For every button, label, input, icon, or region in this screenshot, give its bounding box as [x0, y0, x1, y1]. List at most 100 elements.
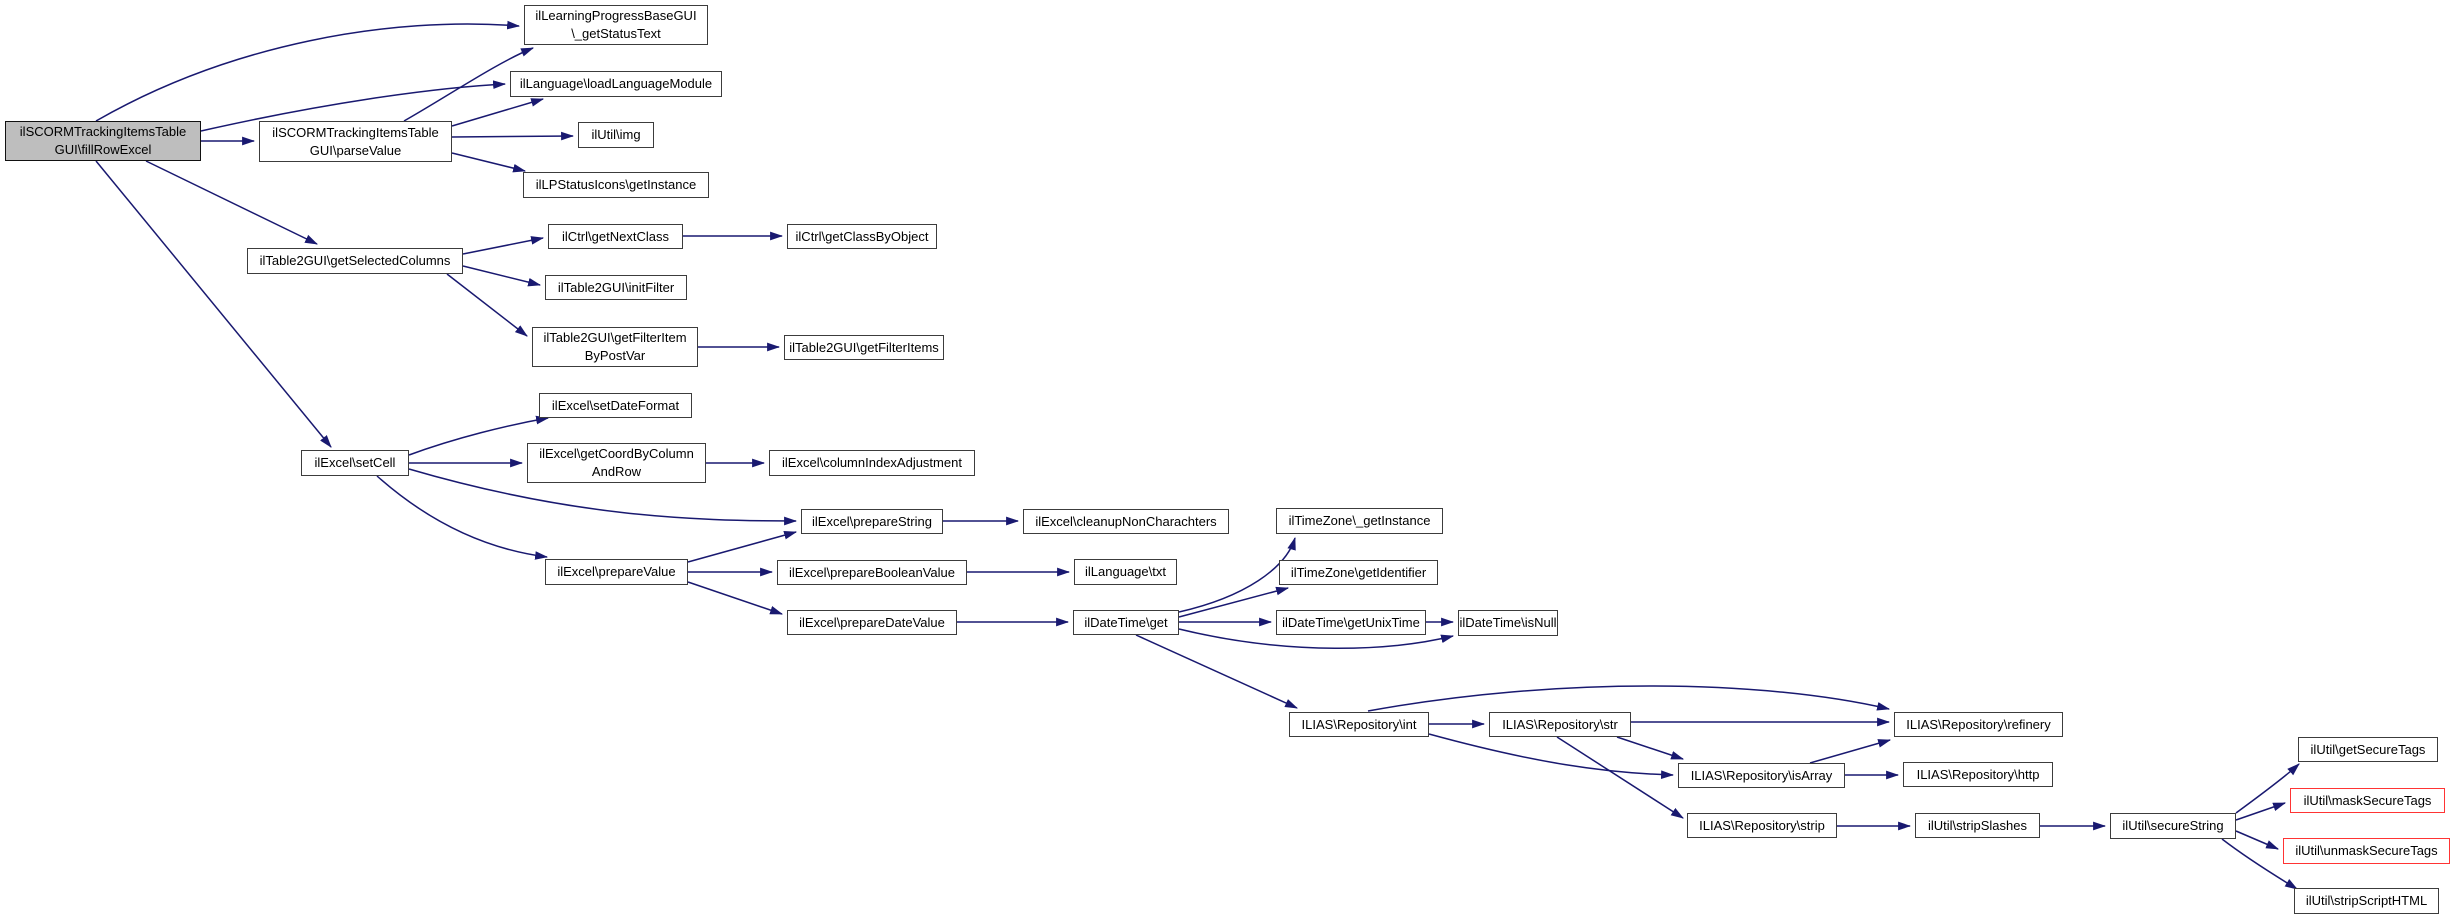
node-txt[interactable]: ilLanguage\txt — [1074, 559, 1177, 585]
node-img[interactable]: ilUtil\img — [578, 122, 654, 148]
node-label-line: AndRow — [591, 464, 642, 479]
node-label-line: ilUtil\maskSecureTags — [2303, 792, 2432, 808]
node-repoStrip[interactable]: ILIAS\Repository\strip — [1687, 813, 1837, 838]
node-prepareString[interactable]: ilExcel\prepareString — [801, 509, 943, 534]
node-label-line: ilDateTime\getUnixTime — [1282, 614, 1420, 630]
node-isNull[interactable]: ilDateTime\isNull — [1458, 610, 1558, 636]
edge-parseValue-to-img — [451, 131, 575, 141]
node-label-line: ilDateTime\isNull — [1459, 615, 1557, 630]
node-prepareBooleanValue[interactable]: ilExcel\prepareBooleanValue — [777, 560, 967, 585]
node-prepareValue[interactable]: ilExcel\prepareValue — [545, 559, 688, 585]
node-stripSlashes[interactable]: ilUtil\stripSlashes — [1915, 813, 2040, 838]
edge-secureString-to-unmaskSecureTags — [2235, 830, 2279, 850]
node-label-line: ByPostVar — [584, 348, 646, 363]
node-getStatusText[interactable]: ilLearningProgressBaseGUI \_getStatusText — [524, 5, 708, 45]
node-label-line: ilTable2GUI\getFilterItems — [789, 339, 939, 355]
edge-secureString-to-maskSecureTags — [2235, 802, 2287, 821]
edge-prepareValue-to-prepareString — [687, 531, 798, 563]
node-label-line: ilUtil\secureString — [2122, 818, 2224, 833]
node-tzGetInstance[interactable]: ilTimeZone\_getInstance — [1276, 508, 1443, 534]
node-maskSecureTags[interactable]: ilUtil\maskSecureTags — [2290, 788, 2445, 813]
edge-dateTimeGet-to-tzGetIdentifier — [1178, 586, 1290, 618]
node-setDateFormat[interactable]: ilExcel\setDateFormat — [539, 393, 692, 418]
node-repoStr[interactable]: ILIAS\Repository\str — [1489, 712, 1631, 737]
node-repoRefinery[interactable]: ILIAS\Repository\refinery — [1894, 712, 2063, 737]
node-repoInt[interactable]: ILIAS\Repository\int — [1289, 712, 1429, 737]
node-cleanupNonCharachters[interactable]: ilExcel\cleanupNonCharachters — [1023, 509, 1229, 534]
edge-fillRowExcel-to-getSelectedColumns — [145, 160, 318, 245]
node-label-line: ilCtrl\getNextClass — [562, 228, 669, 244]
node-label-line: ilSCORMTrackingItemsTable — [272, 124, 439, 140]
node-lpStatusIconsGetInstance[interactable]: ilLPStatusIcons\getInstance — [523, 172, 709, 198]
node-label-line: ilSCORMTrackingItemsTable — [19, 124, 187, 139]
node-label-line: ILIAS\Repository\isArray — [1690, 767, 1833, 783]
node-label-line: ilExcel\prepareString — [812, 513, 932, 529]
edge-prepareValue-to-prepareDateValue — [687, 581, 784, 615]
node-dateTimeGet[interactable]: ilDateTime\get — [1073, 610, 1179, 635]
node-label-line: ilUtil\getSecureTags — [2310, 741, 2426, 757]
node-secureString[interactable]: ilUtil\secureString — [2110, 813, 2236, 839]
node-label-line: ilExcel\setDateFormat — [551, 397, 680, 413]
node-label-line: ilUtil\img — [591, 127, 641, 142]
edge-getSelectedColumns-to-getNextClass — [462, 236, 545, 255]
edge-dateTimeGet-to-repoInt — [1135, 634, 1298, 709]
edge-repoStr-to-repoStrip — [1556, 736, 1684, 819]
node-getNextClass[interactable]: ilCtrl\getNextClass — [548, 224, 683, 249]
node-label-line: GUI\fillRowExcel — [54, 142, 152, 157]
node-label-line: GUI\parseValue — [309, 142, 402, 158]
node-getFilterItems[interactable]: ilTable2GUI\getFilterItems — [784, 335, 944, 360]
node-setCell[interactable]: ilExcel\setCell — [301, 450, 409, 476]
node-label-line: ilLanguage\loadLanguageModule — [519, 76, 713, 91]
node-label-line: ilLPStatusIcons\getInstance — [535, 177, 697, 192]
node-getSelectedColumns[interactable]: ilTable2GUI\getSelectedColumns — [247, 248, 463, 274]
node-label-line: ilTimeZone\getIdentifier — [1290, 564, 1427, 580]
node-initFilter[interactable]: ilTable2GUI\initFilter — [545, 275, 687, 300]
node-tzGetIdentifier[interactable]: ilTimeZone\getIdentifier — [1279, 560, 1438, 585]
node-label-line: ilExcel\columnIndexAdjustment — [782, 455, 962, 470]
edge-setCell-to-prepareValue — [376, 475, 549, 560]
edge-parseValue-to-lpStatusIconsGetInstance — [451, 152, 527, 173]
node-label-line: ilExcel\setCell — [314, 455, 396, 470]
node-label-line: ilLanguage\txt — [1085, 564, 1166, 579]
node-getUnixTime[interactable]: ilDateTime\getUnixTime — [1276, 610, 1426, 635]
edge-repoInt-to-repoIsArray — [1428, 733, 1675, 779]
node-label-line: ilExcel\prepareValue — [557, 564, 676, 579]
node-label-line: ILIAS\Repository\str — [1502, 716, 1618, 732]
node-label-line: ilTable2GUI\getFilterItem — [543, 330, 687, 345]
node-prepareDateValue[interactable]: ilExcel\prepareDateValue — [787, 610, 957, 635]
node-label-line: ILIAS\Repository\refinery — [1906, 716, 2051, 732]
node-label-line: ilLearningProgressBaseGUI — [535, 8, 697, 23]
node-label-line: ilCtrl\getClassByObject — [795, 228, 929, 244]
edge-dateTimeGet-to-tzGetInstance — [1178, 536, 1296, 613]
node-label-line: ilUtil\stripSlashes — [1928, 817, 2027, 833]
edge-fillRowExcel-to-getStatusText — [95, 20, 521, 122]
node-label-line: ilUtil\unmaskSecureTags — [2295, 843, 2438, 858]
node-label-line: ILIAS\Repository\strip — [1699, 817, 1825, 833]
edge-parseValue-to-loadLanguageModule — [451, 98, 545, 127]
node-label-line: ilExcel\prepareBooleanValue — [789, 564, 955, 580]
node-label-line: ILIAS\Repository\http — [1916, 766, 2040, 782]
node-label-line: \_getStatusText — [571, 26, 661, 41]
node-label-line: ilDateTime\get — [1084, 614, 1168, 630]
node-label-line: ilExcel\cleanupNonCharachters — [1035, 513, 1217, 529]
edge-repoIsArray-to-repoRefinery — [1809, 739, 1892, 764]
node-repoIsArray[interactable]: ILIAS\Repository\isArray — [1678, 763, 1845, 788]
node-getSecureTags[interactable]: ilUtil\getSecureTags — [2298, 737, 2438, 762]
node-label-line: ilUtil\stripScriptHTML — [2305, 893, 2428, 908]
node-loadLanguageModule[interactable]: ilLanguage\loadLanguageModule — [510, 71, 722, 97]
edge-getSelectedColumns-to-getFilterItemByPostVar — [446, 273, 528, 337]
node-unmaskSecureTags[interactable]: ilUtil\unmaskSecureTags — [2283, 838, 2450, 864]
node-getClassByObject[interactable]: ilCtrl\getClassByObject — [787, 224, 937, 249]
node-label-line: ilExcel\getCoordByColumn — [539, 446, 694, 461]
node-repoHttp[interactable]: ILIAS\Repository\http — [1903, 762, 2053, 787]
node-label-line: ilTable2GUI\initFilter — [557, 279, 675, 295]
node-columnIndexAdjustment[interactable]: ilExcel\columnIndexAdjustment — [769, 450, 975, 476]
edge-repoInt-to-repoRefinery — [1367, 685, 1891, 712]
node-stripScriptHTML[interactable]: ilUtil\stripScriptHTML — [2294, 888, 2439, 914]
edge-fillRowExcel-to-setCell — [95, 160, 332, 448]
